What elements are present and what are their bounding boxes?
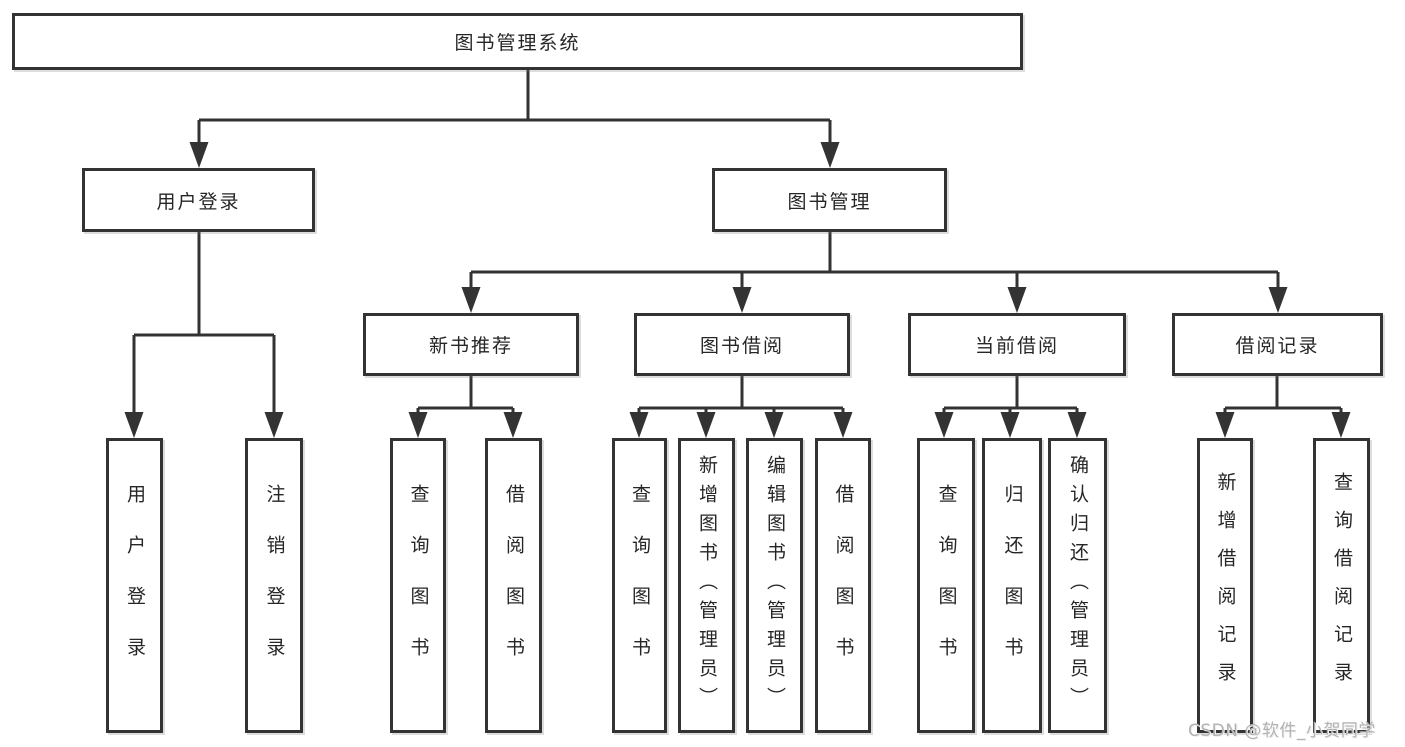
arrowhead-borrow-records — [1268, 287, 1288, 313]
node-new-book-recommend: 新书推荐 — [363, 313, 579, 376]
arrowhead-cb-query — [934, 412, 954, 438]
arrowhead-br-query — [1331, 412, 1351, 438]
arrowhead-current-borrow — [1007, 287, 1027, 313]
leaf-current-query-books-label: 查询图书 — [935, 483, 958, 688]
leaf-recommend-query-books: 查询图书 — [390, 438, 446, 733]
leaf-borrow-edit-books-admin: 编辑图书（管理员） — [746, 438, 803, 733]
node-borrow-records: 借阅记录 — [1172, 313, 1383, 376]
csdn-watermark: CSDN @软件_小贺同学 — [1188, 721, 1376, 741]
leaf-records-add-record: 新增借阅记录 — [1197, 438, 1253, 733]
connector-strokes — [132, 70, 1343, 430]
node-book-borrow-label: 图书借阅 — [699, 335, 784, 357]
leaf-records-query-record-label: 查询借阅记录 — [1331, 471, 1353, 700]
leaf-records-query-record: 查询借阅记录 — [1313, 438, 1370, 733]
node-book-borrow: 图书借阅 — [634, 313, 850, 376]
leaf-borrow-edit-books-admin-label: 编辑图书（管理员） — [764, 455, 786, 716]
leaf-recommend-query-books-label: 查询图书 — [407, 483, 430, 688]
arrowhead-nb-borrow — [503, 412, 523, 438]
node-current-borrow-label: 当前借阅 — [974, 335, 1059, 357]
arrowhead-br-add — [1215, 412, 1235, 438]
arrowhead-logout-leaf — [264, 412, 284, 438]
node-book-management-label: 图书管理 — [787, 190, 872, 213]
leaf-borrow-add-books-admin-label: 新增图书（管理员） — [696, 455, 718, 716]
leaf-current-query-books: 查询图书 — [917, 438, 975, 733]
leaf-borrow-add-books-admin: 新增图书（管理员） — [678, 438, 735, 733]
leaf-borrow-query-books-label: 查询图书 — [629, 483, 651, 688]
arrowhead-book-borrow — [732, 287, 752, 313]
arrowhead-login-leaf — [124, 412, 144, 438]
arrowhead-nb-query — [408, 412, 428, 438]
arrowhead-new-book-recommend — [461, 287, 481, 313]
node-new-book-recommend-label: 新书推荐 — [428, 335, 513, 357]
leaf-borrow-query-books: 查询图书 — [612, 438, 667, 733]
leaf-logout-label: 注销登录 — [263, 483, 286, 688]
leaf-records-add-record-label: 新增借阅记录 — [1214, 471, 1237, 700]
arrowhead-cb-confirm — [1067, 412, 1087, 438]
arrowhead-bb-query — [629, 412, 649, 438]
leaf-user-login: 用户登录 — [106, 438, 163, 733]
leaf-borrow-borrow-books: 借阅图书 — [815, 438, 871, 733]
leaf-recommend-borrow-books-label: 借阅图书 — [503, 483, 525, 688]
leaf-current-return-books: 归还图书 — [982, 438, 1042, 733]
arrowhead-bb-edit — [764, 412, 784, 438]
node-borrow-records-label: 借阅记录 — [1235, 335, 1320, 357]
leaf-user-login-label: 用户登录 — [124, 483, 146, 688]
node-root-system-label: 图书管理系统 — [454, 32, 581, 54]
arrowhead-book-management — [820, 142, 840, 168]
node-current-borrow: 当前借阅 — [908, 313, 1126, 376]
leaf-current-confirm-return-admin: 确认归还（管理员） — [1048, 438, 1107, 733]
leaf-current-return-books-label: 归还图书 — [1001, 483, 1024, 688]
arrowhead-cb-return — [1000, 412, 1020, 438]
arrowhead-user-login — [189, 142, 209, 168]
arrowhead-bb-add — [696, 412, 716, 438]
node-root-system: 图书管理系统 — [12, 13, 1023, 70]
leaf-recommend-borrow-books: 借阅图书 — [485, 438, 542, 733]
node-user-login: 用户登录 — [82, 168, 315, 232]
arrowhead-bb-borrow — [833, 412, 853, 438]
node-user-login-label: 用户登录 — [156, 190, 241, 213]
node-book-management: 图书管理 — [712, 168, 947, 232]
leaf-borrow-borrow-books-label: 借阅图书 — [832, 483, 855, 688]
leaf-current-confirm-return-admin-label: 确认归还（管理员） — [1067, 455, 1089, 716]
leaf-logout: 注销登录 — [245, 438, 303, 733]
